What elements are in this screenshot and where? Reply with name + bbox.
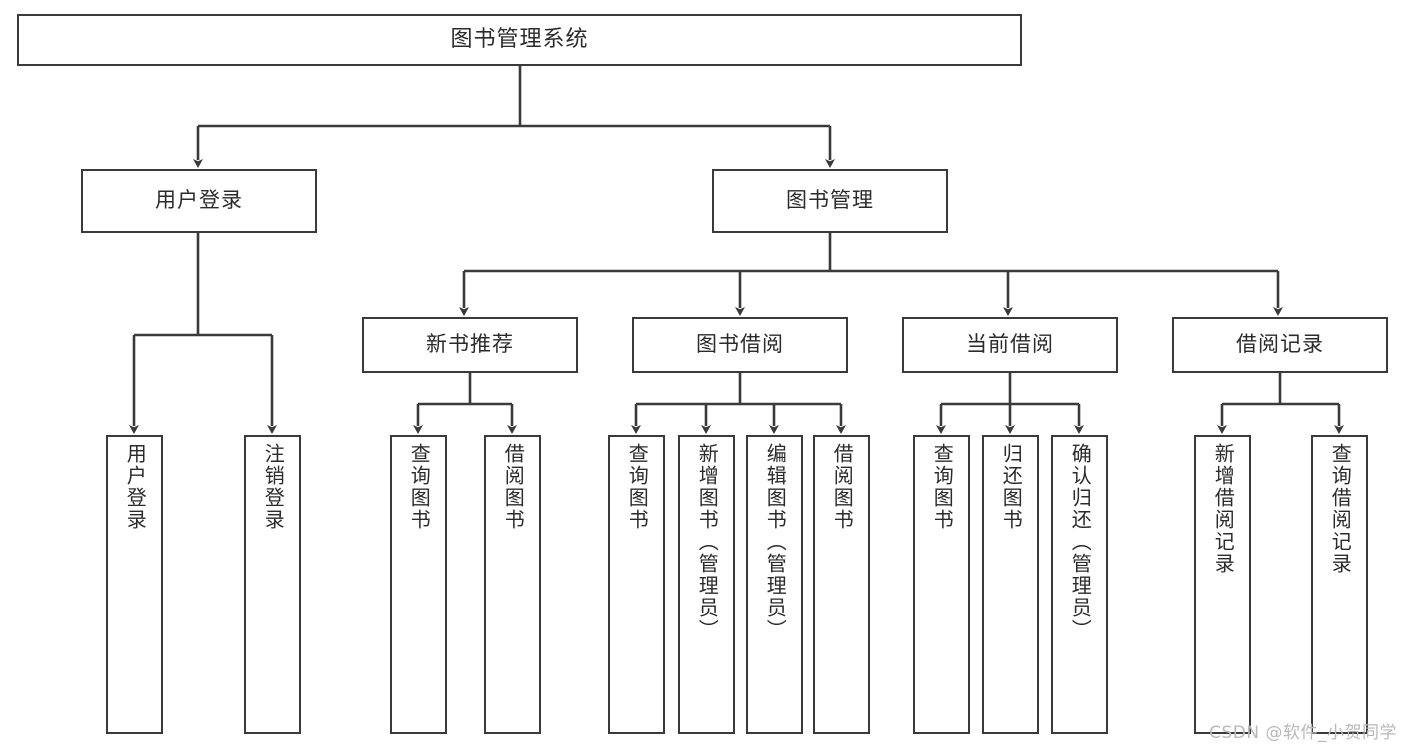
leaf-borrow-query-book[interactable]: 查询图书 xyxy=(608,435,665,734)
leaf-current-confirm-return-label: 确认归还（管理员） xyxy=(1068,443,1093,641)
leaf-current-query-book[interactable]: 查询图书 xyxy=(913,435,970,734)
leaf-borrow-add-book-label: 新增图书（管理员） xyxy=(695,443,720,641)
node-user-login-label: 用户登录 xyxy=(155,188,243,213)
leaf-newrec-borrow-book[interactable]: 借阅图书 xyxy=(484,435,541,734)
leaf-user-login-label: 用户登录 xyxy=(123,443,148,531)
leaf-current-return-book-label: 归还图书 xyxy=(999,443,1024,531)
leaf-records-add-record[interactable]: 新增借阅记录 xyxy=(1194,435,1251,734)
leaf-logout[interactable]: 注销登录 xyxy=(244,435,301,734)
node-borrow-records[interactable]: 借阅记录 xyxy=(1172,317,1388,373)
leaf-newrec-query-book-label: 查询图书 xyxy=(407,443,432,531)
node-root-label: 图书管理系统 xyxy=(450,26,589,52)
node-user-login[interactable]: 用户登录 xyxy=(81,169,317,233)
leaf-borrow-edit-book[interactable]: 编辑图书（管理员） xyxy=(746,435,803,734)
leaf-borrow-add-book[interactable]: 新增图书（管理员） xyxy=(678,435,735,734)
node-current-borrow[interactable]: 当前借阅 xyxy=(902,317,1118,373)
leaf-borrow-borrow-book-label: 借阅图书 xyxy=(830,443,855,531)
leaf-records-query-record[interactable]: 查询借阅记录 xyxy=(1311,435,1368,734)
leaf-logout-label: 注销登录 xyxy=(261,443,286,531)
leaf-records-query-record-label: 查询借阅记录 xyxy=(1328,443,1353,575)
leaf-newrec-query-book[interactable]: 查询图书 xyxy=(390,435,447,734)
leaf-borrow-edit-book-label: 编辑图书（管理员） xyxy=(763,443,788,641)
leaf-user-login[interactable]: 用户登录 xyxy=(106,435,163,734)
leaf-current-confirm-return[interactable]: 确认归还（管理员） xyxy=(1051,435,1108,734)
node-book-borrow-label: 图书借阅 xyxy=(696,332,784,357)
node-current-borrow-label: 当前借阅 xyxy=(966,332,1054,357)
node-new-book-recommend[interactable]: 新书推荐 xyxy=(362,317,578,373)
node-new-book-recommend-label: 新书推荐 xyxy=(426,332,514,357)
node-borrow-records-label: 借阅记录 xyxy=(1236,332,1324,357)
leaf-current-query-book-label: 查询图书 xyxy=(930,443,955,531)
node-book-management[interactable]: 图书管理 xyxy=(712,169,948,233)
node-root[interactable]: 图书管理系统 xyxy=(17,14,1022,66)
leaf-current-return-book[interactable]: 归还图书 xyxy=(982,435,1039,734)
node-book-management-label: 图书管理 xyxy=(786,188,874,213)
leaf-borrow-query-book-label: 查询图书 xyxy=(625,443,650,531)
leaf-records-add-record-label: 新增借阅记录 xyxy=(1211,443,1236,575)
csdn-watermark: CSDN @软件_小贺同学 xyxy=(1209,723,1397,743)
node-book-borrow[interactable]: 图书借阅 xyxy=(632,317,848,373)
leaf-borrow-borrow-book[interactable]: 借阅图书 xyxy=(813,435,870,734)
leaf-newrec-borrow-book-label: 借阅图书 xyxy=(501,443,526,531)
